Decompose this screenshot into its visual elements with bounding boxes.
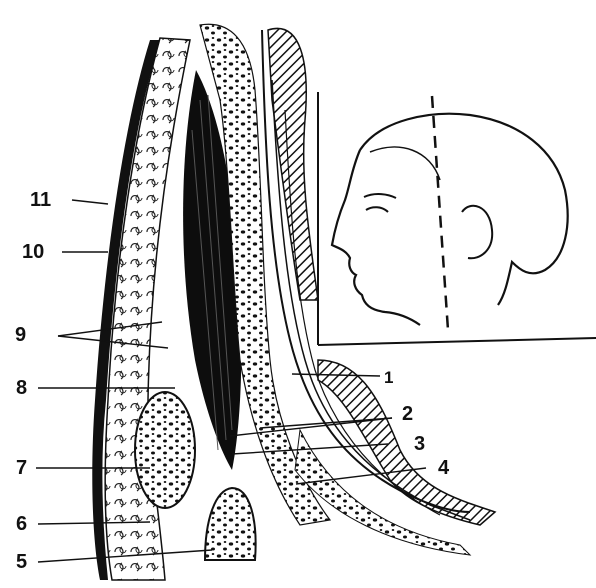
label-1: 1 bbox=[384, 368, 393, 388]
head-orientation-inset bbox=[318, 92, 596, 345]
label-6: 6 bbox=[16, 514, 27, 534]
hair-line bbox=[370, 147, 440, 180]
ear bbox=[462, 206, 492, 258]
lower-gland bbox=[205, 488, 256, 560]
label-10: 10 bbox=[22, 242, 44, 262]
oval-gland bbox=[135, 392, 195, 508]
eyebrow bbox=[364, 194, 396, 198]
eye bbox=[366, 207, 388, 212]
label-5: 5 bbox=[16, 552, 27, 572]
label-2: 2 bbox=[402, 404, 413, 424]
label-8: 8 bbox=[16, 378, 27, 398]
label-3: 3 bbox=[414, 434, 425, 454]
head-profile bbox=[332, 114, 568, 325]
section-plane-line bbox=[432, 96, 448, 330]
label-4: 4 bbox=[438, 458, 449, 478]
leader-1 bbox=[292, 374, 380, 376]
label-9: 9 bbox=[15, 325, 26, 345]
label-7: 7 bbox=[16, 458, 27, 478]
label-11: 11 bbox=[30, 190, 51, 210]
leader-11 bbox=[72, 200, 108, 204]
